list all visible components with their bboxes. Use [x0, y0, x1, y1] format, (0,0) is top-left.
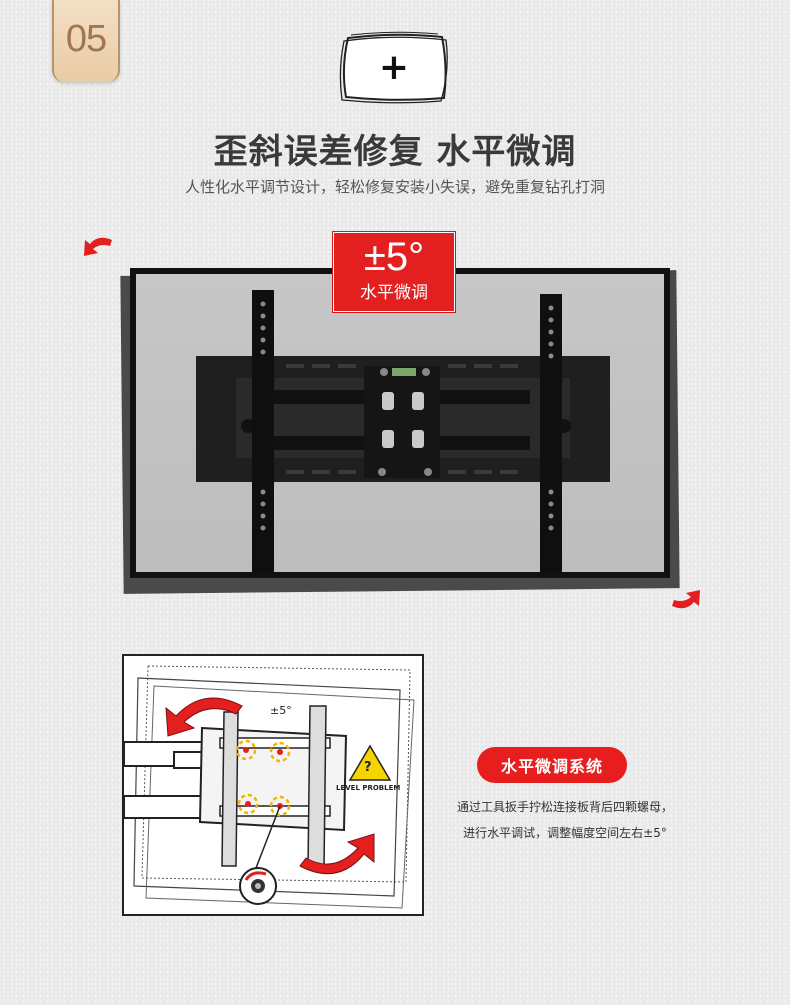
sketch-border: [339, 31, 448, 104]
product-photo: [136, 274, 664, 572]
adjustment-diagram: ±5° ? LEVEL PROBLEM: [122, 654, 424, 916]
tv-mount-bracket-image: [196, 290, 610, 572]
plus-sign: +: [378, 46, 410, 88]
rotate-left-arrow-icon: [84, 237, 112, 256]
badge-label: 水平微调: [360, 283, 428, 303]
warning-triangle-icon: [348, 744, 392, 781]
diagram-angle-label: ±5°: [270, 704, 292, 717]
page-title: 歪斜误差修复 水平微调: [213, 132, 577, 172]
badge-angle: ±5°: [363, 235, 425, 279]
section-number-tag: 05: [52, 0, 120, 82]
plus-box: +: [338, 30, 450, 104]
adjust-angle-badge: ±5° 水平微调: [333, 232, 455, 312]
page-subtitle: 人性化水平调节设计，轻松修复安装小失误，避免重复钻孔打洞: [184, 178, 605, 196]
rotate-right-arrow-icon: [672, 590, 700, 609]
feature-title-pill: 水平微调系统: [477, 747, 627, 783]
feature-desc-line2: 进行水平调试，调整幅度空间左右±5°: [463, 826, 667, 840]
feature-desc-line1: 通过工具扳手拧松连接板背后四颗螺母，: [456, 800, 673, 814]
section-number: 05: [65, 17, 107, 60]
warning-mark: ?: [364, 760, 372, 775]
adjustment-illustration: [123, 665, 415, 909]
level-problem-label: LEVEL PROBLEM: [336, 784, 401, 792]
product-photo-frame: [130, 268, 670, 578]
